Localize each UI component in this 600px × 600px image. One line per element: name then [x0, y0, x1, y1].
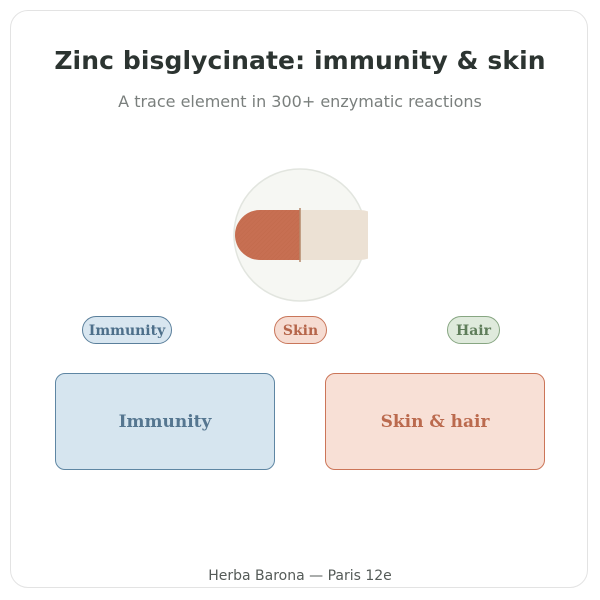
tag-hair: Hair [447, 316, 500, 344]
immunity-box-label: Immunity [118, 411, 212, 432]
footer-brand: Herba Barona — Paris 12e [208, 568, 392, 584]
skin-hair-box-label: Skin & hair [380, 411, 490, 432]
page-subtitle: A trace element in 300+ enzymatic reacti… [118, 92, 482, 111]
skin-hair-box: Skin & hair [325, 373, 545, 470]
immunity-box: Immunity [55, 373, 275, 470]
tag-skin: Skin [274, 316, 327, 344]
tag-immunity: Immunity [82, 316, 172, 344]
capsule-left-texture [235, 210, 300, 260]
capsule-illustration [232, 167, 385, 303]
capsule-right-half [300, 210, 385, 260]
page-title: Zinc bisglycinate: immunity & skin [54, 46, 546, 75]
capsule-icon [233, 168, 385, 302]
